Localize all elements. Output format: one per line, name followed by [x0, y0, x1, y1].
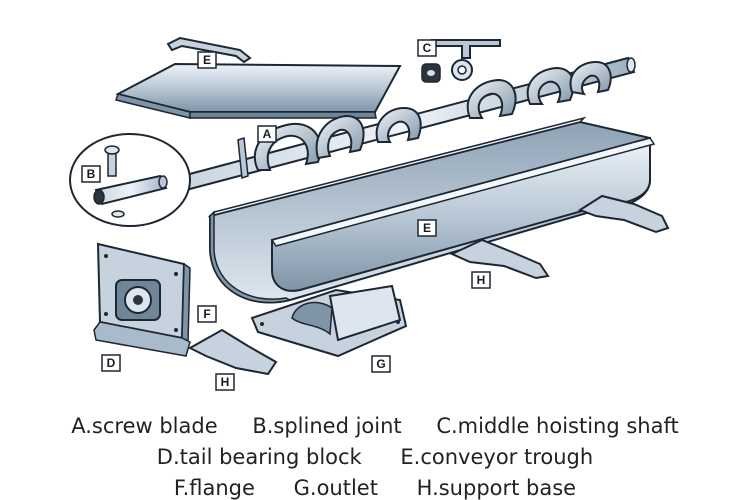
- tag-d: D: [101, 354, 121, 372]
- legend-conveyor-trough: E.conveyor trough: [400, 445, 594, 469]
- legend-row-1: A.screw blade B.splined joint C.middle h…: [0, 414, 750, 438]
- legend-splined-joint: B.splined joint: [252, 414, 402, 438]
- tag-f: F: [197, 305, 217, 323]
- legend-flange: F.flange: [173, 476, 255, 500]
- tag-e-cover: E: [197, 51, 217, 69]
- legend-row-2: D.tail bearing block E.conveyor trough: [0, 445, 750, 469]
- support-base-right: [577, 194, 670, 234]
- legend-middle-hoisting-shaft: C.middle hoisting shaft: [436, 414, 679, 438]
- conveyor-trough: [207, 116, 656, 304]
- tag-g: G: [371, 355, 391, 373]
- svg-text:H: H: [477, 273, 486, 287]
- tail-bearing-block: [93, 242, 191, 357]
- legend-outlet: G.outlet: [293, 476, 378, 500]
- svg-text:E: E: [423, 221, 431, 235]
- screw-blade: [253, 60, 612, 171]
- svg-text:F: F: [203, 307, 210, 321]
- hoisting-shaft-hardware: [421, 39, 501, 83]
- svg-text:B: B: [87, 167, 96, 181]
- tag-c: C: [417, 39, 437, 57]
- tag-h-middle: H: [471, 271, 491, 289]
- svg-text:E: E: [203, 53, 211, 67]
- outlet: [250, 284, 408, 358]
- tag-a: A: [257, 125, 277, 143]
- support-base-middle: [449, 238, 550, 280]
- tag-e-trough: E: [417, 219, 437, 237]
- legend-support-base: H.support base: [416, 476, 577, 500]
- svg-text:G: G: [376, 357, 385, 371]
- tag-h-left: H: [215, 373, 235, 391]
- flange: [187, 328, 278, 376]
- svg-text:H: H: [221, 375, 230, 389]
- cover-plate: [115, 62, 402, 119]
- splined-joint-inset: [69, 133, 191, 227]
- legend-tail-bearing-block: D.tail bearing block: [156, 445, 362, 469]
- cover-clamp: [166, 36, 252, 64]
- tag-b: B: [81, 165, 101, 183]
- legend-screw-blade: A.screw blade: [71, 414, 218, 438]
- svg-text:C: C: [423, 41, 432, 55]
- legend-row-3: F.flange G.outlet H.support base: [0, 476, 750, 500]
- svg-text:D: D: [107, 356, 116, 370]
- screw-conveyor-exploded-view: A B C D E E F G H H: [69, 36, 670, 391]
- svg-text:A: A: [263, 127, 272, 141]
